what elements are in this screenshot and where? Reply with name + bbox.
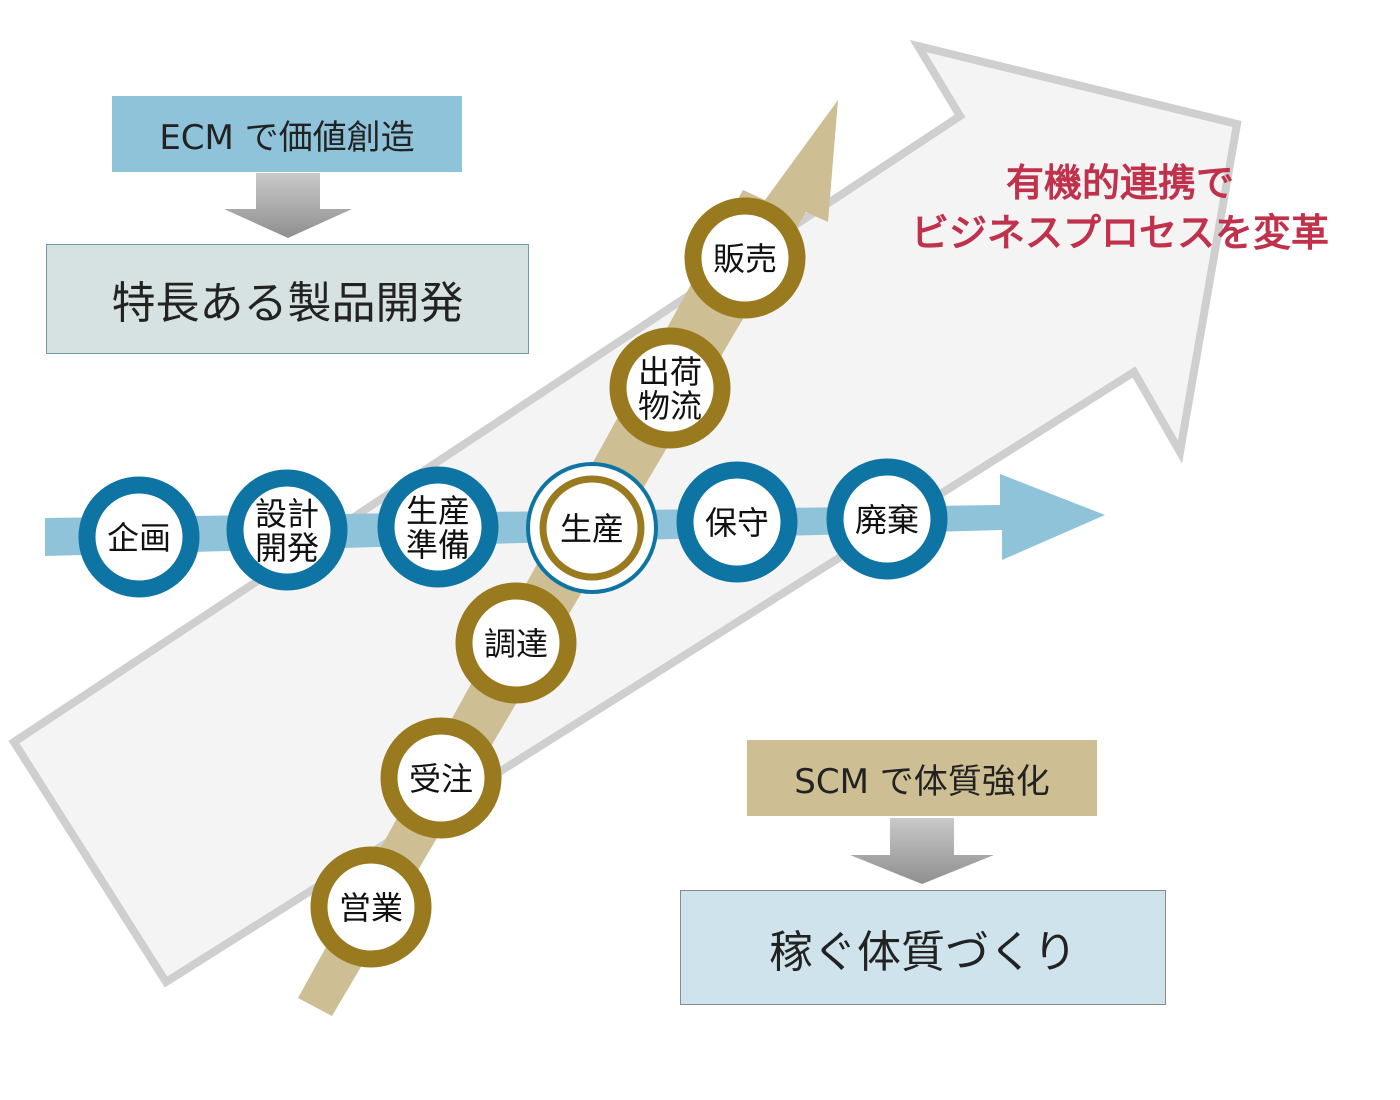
down-arrow-icon (850, 818, 994, 884)
node-ring (455, 582, 577, 704)
node-ring (226, 469, 348, 591)
node-label: 出荷 (638, 353, 702, 391)
node-ring (78, 476, 200, 598)
center-node-seisan: 生産 (526, 462, 658, 594)
node-ring (377, 466, 499, 588)
node-label: 開発 (255, 529, 319, 567)
node-label: 生産 (406, 492, 470, 530)
headline: 有機的連携で ビジネスプロセスを変革 (850, 158, 1390, 258)
node-ring (609, 327, 731, 449)
node-label: 準備 (406, 526, 470, 564)
supply-node-chotatsu: 調達 (455, 582, 577, 704)
down-arrow-icon (224, 173, 352, 238)
node-label: 企画 (107, 519, 171, 557)
node-label: 保守 (705, 504, 769, 542)
node-label: 営業 (339, 889, 403, 927)
product-development-box: 特長ある製品開発 (46, 244, 529, 354)
engineering-node-hoshu: 保守 (676, 461, 798, 583)
node-label: 物流 (638, 387, 702, 425)
node-ring (826, 458, 948, 580)
scm-label-box: SCM で体質強化 (747, 740, 1097, 816)
supply-node-eigyo: 営業 (310, 846, 432, 968)
supply-node-hanbai: 販売 (684, 197, 806, 319)
node-label: 受注 (409, 760, 473, 798)
ecm-label-box: ECM で価値創造 (112, 96, 462, 172)
node-ring (380, 717, 502, 839)
earning-structure-text: 稼ぐ体質づくり (769, 926, 1077, 978)
node-face (530, 466, 654, 590)
node-ring (684, 197, 806, 319)
node-ring (676, 461, 798, 583)
product-development-text: 特長ある製品開発 (111, 278, 464, 329)
engineering-node-haiki: 廃棄 (826, 458, 948, 580)
headline-line-1: 有機的連携で (1005, 161, 1234, 205)
supply-node-juchu: 受注 (380, 717, 502, 839)
node-label: 廃棄 (855, 501, 919, 539)
node-inner-ring (539, 475, 645, 581)
scm-label: SCM で体質強化 (794, 761, 1050, 802)
headline-line-2: ビジネスプロセスを変革 (910, 211, 1329, 255)
node-label: 販売 (713, 240, 777, 278)
node-ring (310, 846, 432, 968)
node-label: 生産 (560, 510, 624, 548)
engineering-node-kikaku: 企画 (78, 476, 200, 598)
node-label: 調達 (484, 625, 548, 663)
earning-structure-box: 稼ぐ体質づくり (680, 890, 1166, 1005)
ecm-label: ECM で価値創造 (159, 117, 415, 158)
node-label: 設計 (255, 495, 319, 533)
